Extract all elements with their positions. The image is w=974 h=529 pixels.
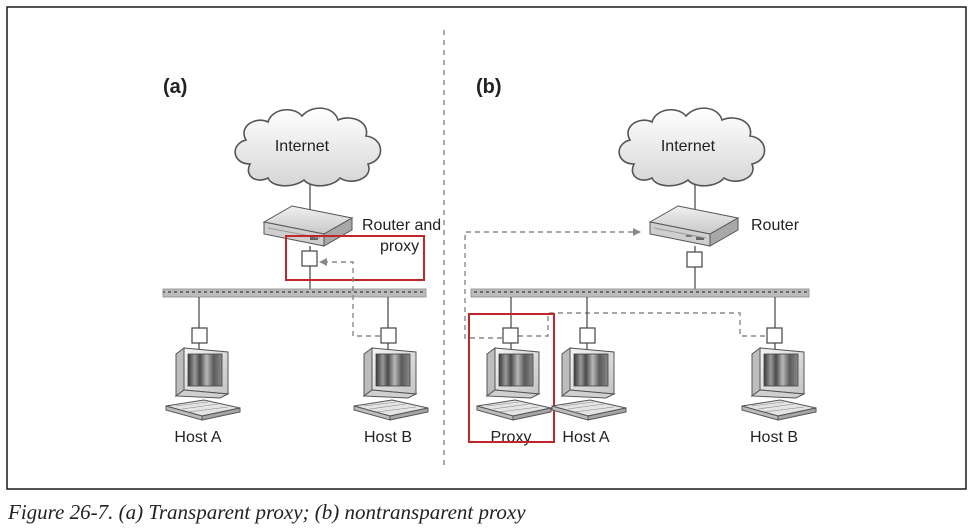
figure-frame: [6, 6, 967, 490]
router-label-b: Router: [751, 217, 800, 234]
host-b-interface-b: [766, 327, 783, 344]
host-a-interface-a: [191, 327, 208, 344]
host-b-computer-b: [741, 347, 817, 421]
proxy-interface: [502, 327, 519, 344]
host-b-label-b: Host B: [750, 429, 798, 446]
host-a-computer-a: [165, 347, 241, 421]
panel-a: (a) Internet Router and proxy Host A Hos…: [162, 76, 441, 446]
panel-b-label: (b): [476, 76, 502, 98]
host-a-label-b: Host A: [562, 429, 609, 446]
panel-a-label: (a): [163, 76, 187, 98]
host-b-interface-a: [380, 327, 397, 344]
proxy-highlight-box-b: [468, 313, 555, 443]
host-b-to-proxy-path: [518, 312, 766, 337]
proxy-to-router-path: [464, 228, 641, 339]
host-a-computer-b: [551, 347, 627, 421]
ethernet-bus-b: [470, 288, 810, 298]
proxy-computer: [476, 347, 552, 421]
traffic-path-a: [319, 258, 380, 337]
host-a-label-a: Host A: [174, 429, 221, 446]
proxy-highlight-box-a: [285, 235, 425, 281]
host-a-interface-b: [579, 327, 596, 344]
router-proxy-device: [263, 205, 353, 247]
router-interface-a: [301, 250, 318, 267]
router-proxy-label-line2: proxy: [380, 238, 419, 255]
internet-label-b: Internet: [661, 138, 716, 155]
panel-b: (b) Internet Router Proxy Host A Host B: [464, 76, 817, 446]
router-interface-b: [686, 251, 703, 268]
proxy-label: Proxy: [491, 429, 532, 446]
router-device-b: [649, 205, 739, 247]
host-b-label-a: Host B: [364, 429, 412, 446]
internet-label-a: Internet: [275, 138, 330, 155]
host-b-computer-a: [353, 347, 429, 421]
ethernet-bus-a: [162, 288, 427, 298]
router-proxy-label-line1: Router and: [362, 217, 441, 234]
figure-caption: Figure 26-7. (a) Transparent proxy; (b) …: [8, 500, 526, 524]
